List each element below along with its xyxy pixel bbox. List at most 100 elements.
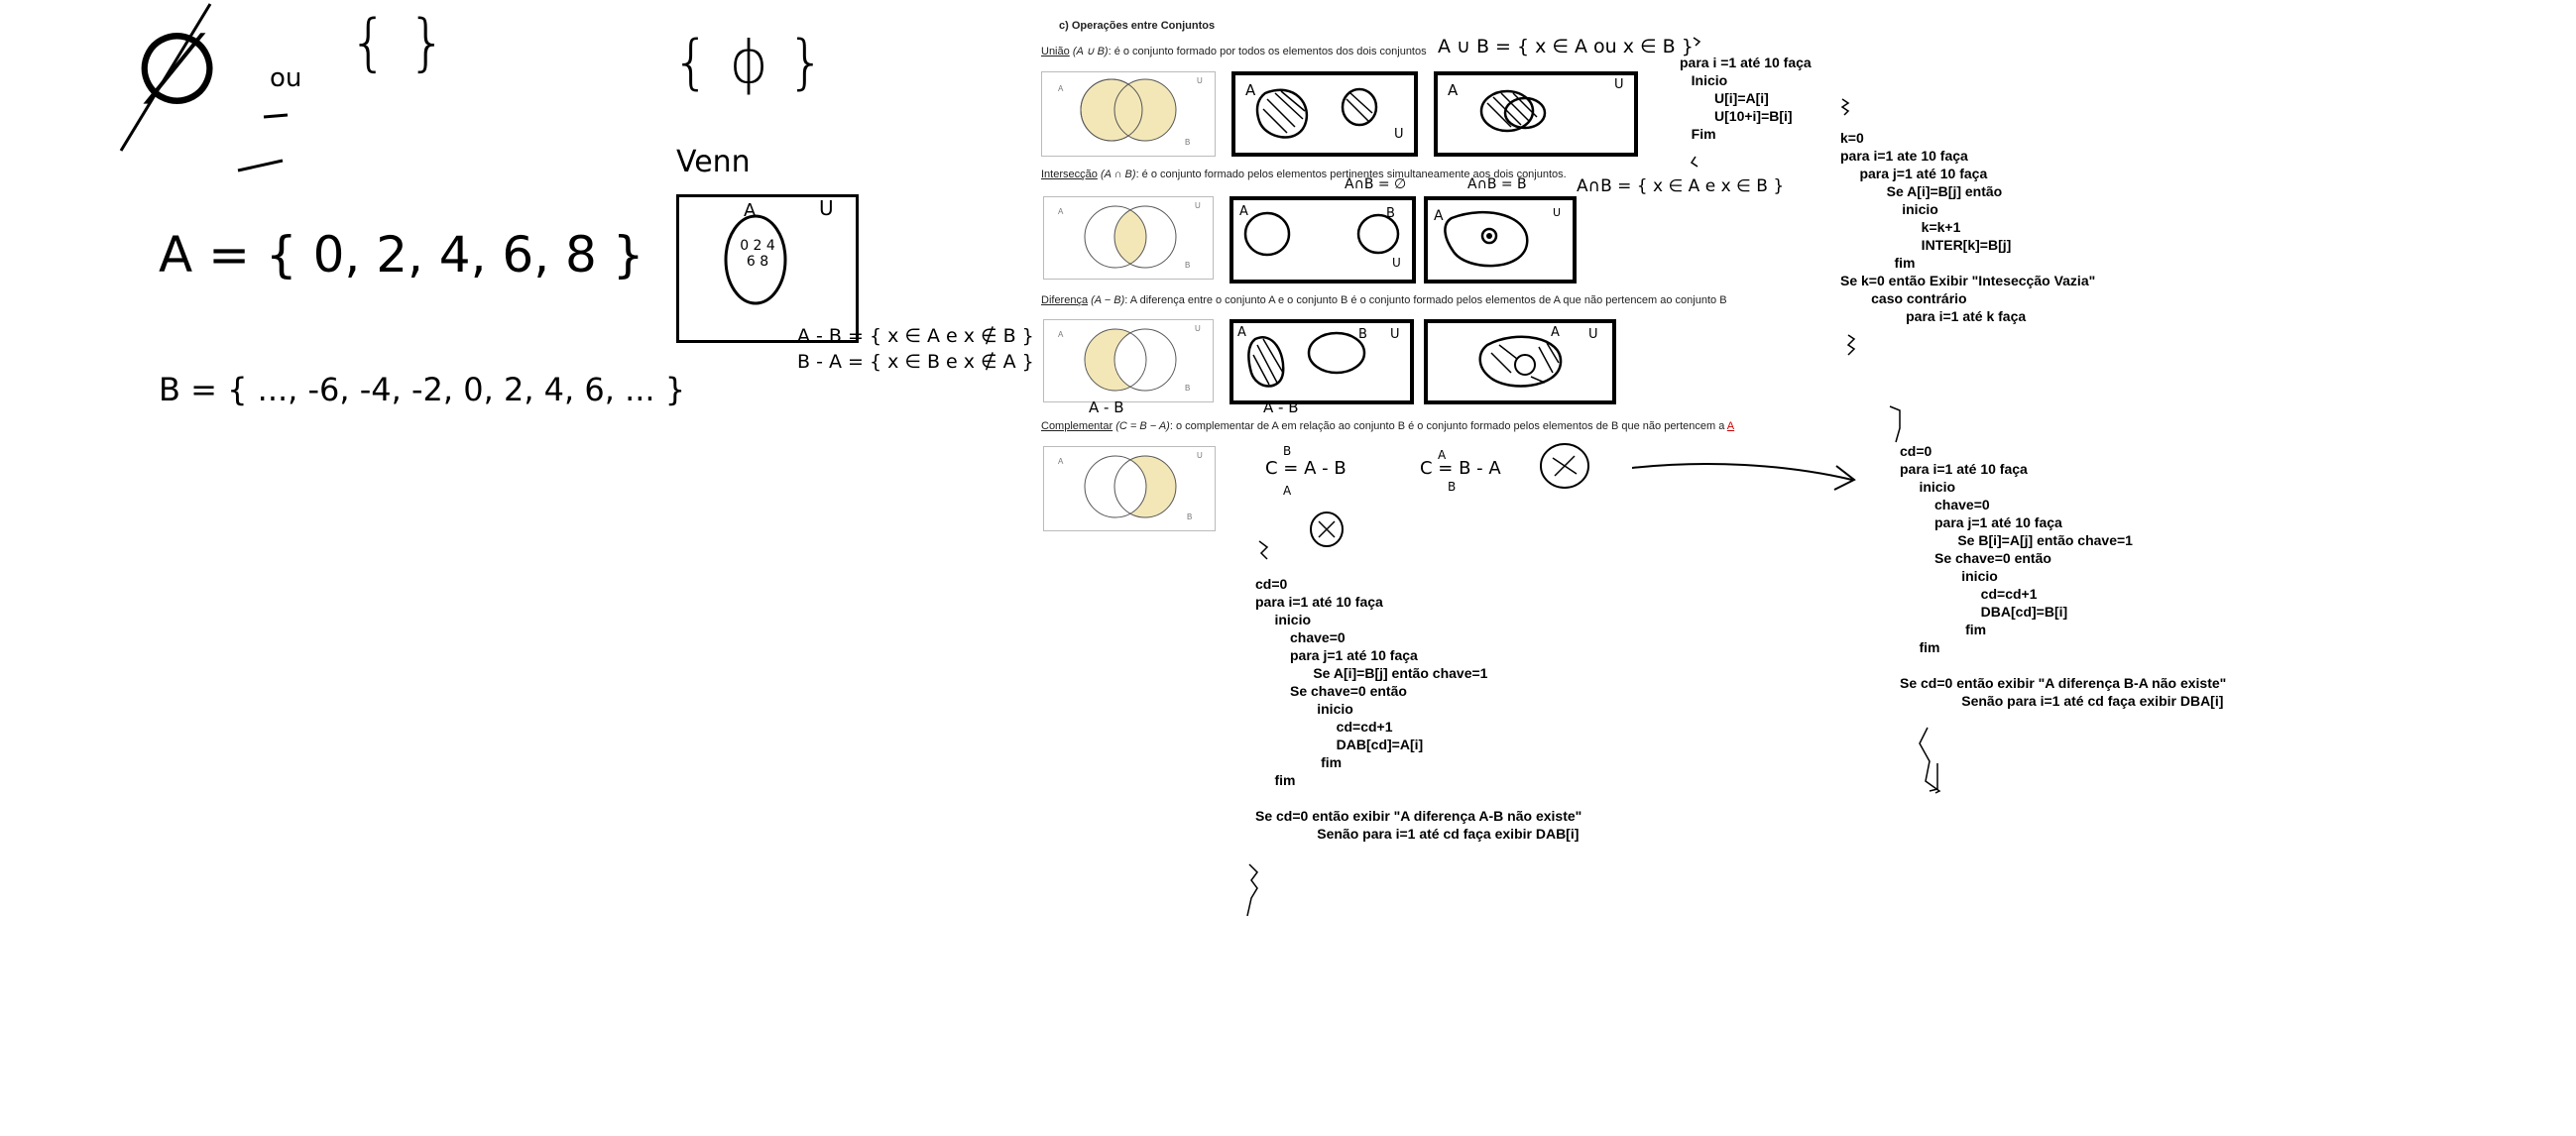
code-line: k=0 (1840, 130, 1864, 146)
comp-text-end: A (1726, 420, 1735, 432)
code-line: inicio (1255, 612, 1312, 627)
union-sketch-2: A U (1434, 71, 1638, 157)
diff-venn-a: A (1058, 330, 1064, 339)
diff-sketch-1-b: B (1358, 327, 1367, 342)
diff-venn-u: U (1195, 324, 1201, 333)
comp-formula-2-sub: B (1448, 480, 1457, 494)
a-minus-b-formula: A - B = { x ∈ A e x ∉ B } (797, 325, 1034, 347)
code-line: para i=1 até 10 faça (1900, 461, 2028, 477)
inter-text: : é o conjunto formado pelos elementos p… (1135, 169, 1567, 180)
inter-title: Intersecção (1041, 169, 1098, 180)
union-formula: A ∪ B = { x ∈ A ou x ∈ B } (1438, 36, 1694, 57)
code-line: inicio (1255, 701, 1353, 717)
comp-venn: A U B (1043, 446, 1216, 531)
code-line: para i =1 até 10 faça (1680, 55, 1812, 70)
code-line: U[i]=A[i] (1680, 90, 1769, 106)
diff-description: Diferença (A − B): A diferença entre o c… (1041, 294, 1727, 306)
diff-sketch-2: A U (1424, 319, 1616, 404)
code-line: chave=0 (1900, 497, 1990, 512)
code-line: INTER[k]=B[j] (1840, 237, 2012, 253)
comp-formula-1-sup: B (1283, 444, 1292, 458)
code-line: fim (1255, 772, 1296, 788)
union-description: União (A ∪ B): é o conjunto formado por … (1041, 45, 1427, 57)
code-line (1900, 656, 2226, 674)
intersection-formula: A∩B = { x ∈ A e x ∈ B } (1577, 176, 1785, 196)
diff-title: Diferença (1041, 294, 1089, 306)
union-sketch-2-a: A (1448, 81, 1459, 99)
set-a-definition: A = { 0, 2, 4, 6, 8 } (159, 226, 644, 284)
union-venn: A U B (1041, 71, 1216, 157)
hand-venn-label-u: U (819, 196, 834, 220)
comp-notation: (C (1115, 420, 1127, 432)
diff-sketch-2-u: U (1588, 327, 1598, 342)
union-venn-a: A (1058, 84, 1064, 93)
venn-word: Venn (676, 145, 751, 179)
code-line: fim (1840, 255, 1916, 271)
code-line (1255, 789, 1581, 807)
hand-venn-elements: 0 2 4 6 8 (740, 238, 775, 270)
diff-notation: (A − B) (1091, 294, 1125, 306)
inter-sketch-1-a: A (1239, 204, 1248, 219)
comp-text: : o complementar de A em relação ao conj… (1169, 420, 1727, 432)
code-line: k=k+1 (1840, 219, 1961, 235)
inter-venn-u: U (1195, 201, 1201, 210)
diff-venn-b: B (1185, 384, 1191, 393)
union-sketch-1-u: U (1394, 127, 1404, 142)
comp-formula-2-sup: A (1438, 448, 1447, 462)
inter-sketch-2-a: A (1434, 208, 1444, 224)
union-notation: (A ∪ B) (1072, 46, 1109, 57)
union-venn-u: U (1197, 76, 1203, 85)
union-sketch-2-u: U (1614, 77, 1624, 92)
intersection-empty: A∩B = ∅ (1345, 176, 1407, 192)
code-line: inicio (1900, 568, 1998, 584)
inter-sketch-1-u: U (1392, 256, 1401, 270)
comp-venn-a: A (1058, 457, 1064, 466)
comp-formula-1: C = A - B (1265, 458, 1347, 479)
inter-venn-b: B (1185, 261, 1191, 270)
inter-notation: (A ∩ B) (1100, 169, 1136, 180)
code-line: cd=cd+1 (1900, 586, 2038, 602)
code-line: Se chave=0 então (1255, 683, 1407, 699)
code-line: U[10+i]=B[i] (1680, 108, 1793, 124)
inter-sketch-2-u: U (1553, 206, 1562, 219)
code-line: Se chave=0 então (1900, 550, 2051, 566)
code-line: cd=cd+1 (1255, 719, 1393, 735)
phi-set: { ϕ } (672, 28, 826, 97)
code-line: Inicio (1680, 72, 1728, 88)
comp-venn-b: B (1187, 512, 1193, 521)
code-line: caso contrário (1840, 290, 1967, 306)
inter-venn: A U B (1043, 196, 1214, 280)
code-line: chave=0 (1255, 629, 1346, 645)
diff-sketch-1: A B U (1229, 319, 1414, 404)
code-line: para j=1 até 10 faça (1840, 166, 1988, 181)
code-line: Se A[i]=B[j] então (1840, 183, 2003, 199)
code-line: Fim (1680, 126, 1716, 142)
union-text: : é o conjunto formado por todos os elem… (1108, 46, 1427, 57)
code-line: Se B[i]=A[j] então chave=1 (1900, 532, 2133, 548)
comp-notation-rest: = B − A) (1126, 420, 1170, 432)
diff-sketch-2-a: A (1551, 325, 1560, 340)
code-line: para i=1 até k faça (1840, 308, 2027, 324)
diff-label-1: A - B (1089, 398, 1124, 416)
hand-venn-label-a: A (744, 200, 757, 221)
union-venn-b: B (1185, 138, 1191, 147)
diff-sketch-1-u: U (1390, 327, 1400, 342)
diff-sketch-1-a: A (1237, 325, 1246, 340)
set-b-definition: B = { ..., -6, -4, -2, 0, 2, 4, 6, ... } (159, 371, 686, 408)
code-line: fim (1900, 622, 1987, 637)
code-line: cd=0 (1255, 576, 1288, 592)
code-line: para i=1 ate 10 faça (1840, 148, 1968, 164)
code-line: Se A[i]=B[j] então chave=1 (1255, 665, 1488, 681)
section-title: c) Operações entre Conjuntos (1059, 20, 1216, 32)
code-line: para i=1 até 10 faça (1255, 594, 1383, 610)
diff-label-2: A - B (1263, 398, 1299, 416)
code-union: para i =1 até 10 faça Inicio U[i]=A[i] U… (1680, 54, 1812, 143)
inter-sketch-1: A B U (1229, 196, 1416, 284)
union-sketch-1-a: A (1245, 81, 1256, 99)
code-line: para j=1 até 10 faça (1255, 647, 1418, 663)
